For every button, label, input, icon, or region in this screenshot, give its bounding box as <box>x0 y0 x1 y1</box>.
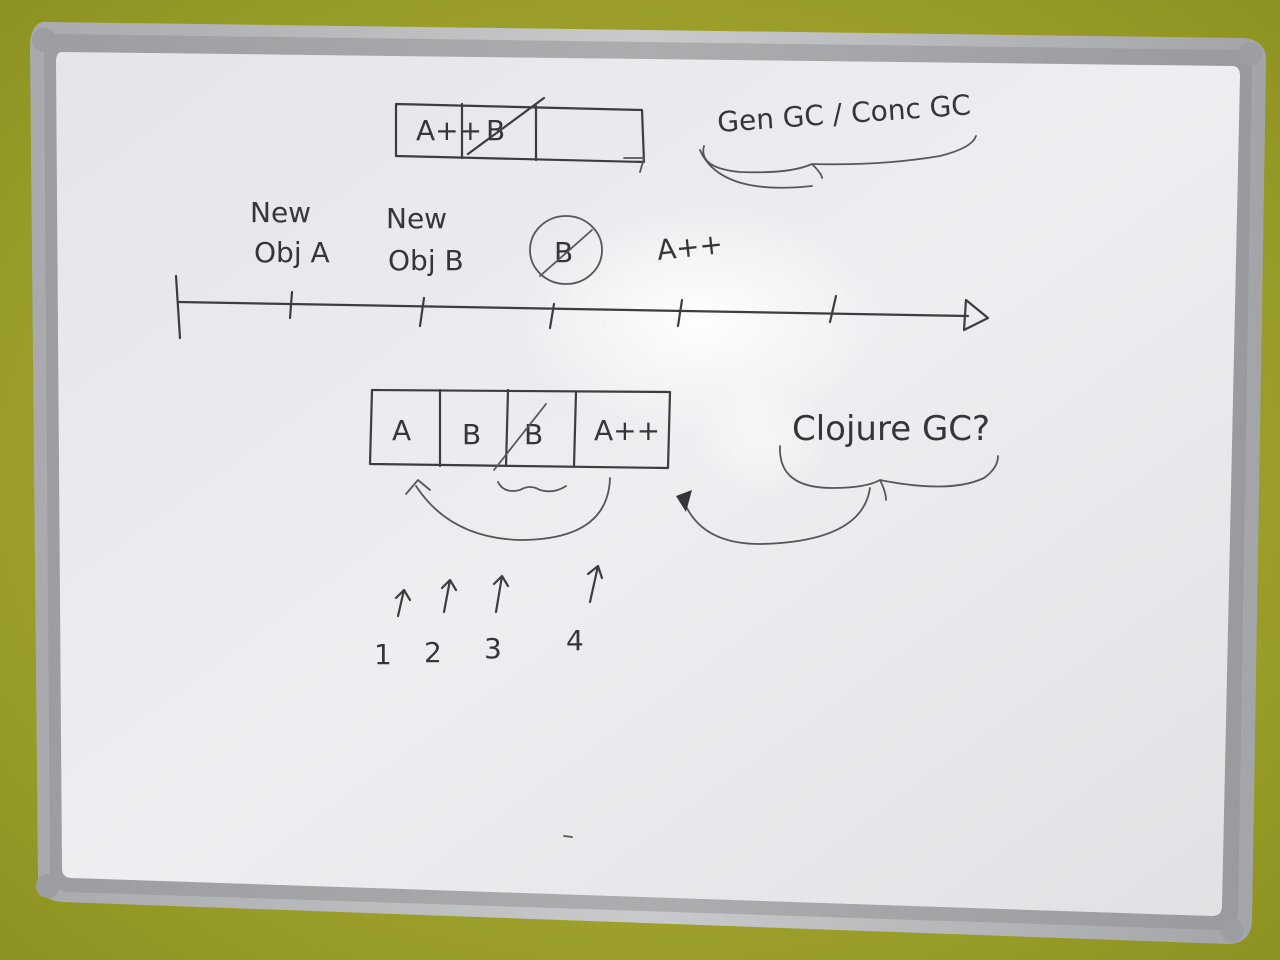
timeline-label-obj-a: Obj A <box>254 236 330 269</box>
bottom-cell-a: A <box>392 414 411 447</box>
timeline: New Obj A New Obj B B A++ <box>174 196 990 340</box>
timeline-label-a-plus: A++ <box>655 227 724 267</box>
strike-mark <box>466 96 546 156</box>
frame-corner-cap <box>32 28 56 52</box>
pointer-label-1: 1 <box>374 638 392 671</box>
bottom-memory-diagram: A B B A++ <box>368 388 672 541</box>
allocation-arrowhead <box>676 490 692 512</box>
bottom-cell-b-struck: B <box>524 418 543 451</box>
timeline-tick <box>418 296 426 328</box>
timeline-tick <box>676 298 684 328</box>
light-glare <box>690 380 830 500</box>
timeline-tick <box>548 302 556 330</box>
timeline-label-b-collected: B <box>554 236 573 269</box>
move-arrowhead <box>405 479 431 495</box>
top-cell-b: B <box>486 114 505 147</box>
allocation-arrow <box>685 487 871 545</box>
clojure-gc-note: Clojure GC? <box>676 409 999 545</box>
pointer-arrow <box>492 574 510 614</box>
top-memory-diagram: A++ B <box>394 96 646 173</box>
stray-mark <box>563 835 573 838</box>
bottom-cell-a-plus: A++ <box>594 414 660 447</box>
strike-mark <box>539 229 593 277</box>
bottom-cell-b: B <box>462 418 481 451</box>
clojure-gc-label: Clojure GC? <box>792 409 990 449</box>
pointer-arrow <box>394 588 412 618</box>
move-arrow <box>415 477 611 541</box>
pointer-arrow <box>586 564 604 604</box>
timeline-label-new-a: New <box>250 196 311 229</box>
pointer-label-4: 4 <box>566 624 584 657</box>
light-glare <box>510 200 890 440</box>
frame-corner-cap <box>1238 42 1262 66</box>
pointer-label-2: 2 <box>424 636 442 669</box>
frame-corner-cap <box>36 874 60 898</box>
pointer-list: 1 2 3 4 <box>374 564 604 671</box>
frame-corner-cap <box>1220 918 1244 942</box>
underline-brace <box>702 135 977 179</box>
pointer-label-3: 3 <box>484 632 502 665</box>
squiggle-mark <box>497 481 567 493</box>
pointer-arrow <box>440 578 458 614</box>
timeline-tick <box>828 294 838 324</box>
timeline-label-obj-b: Obj B <box>388 244 464 277</box>
top-cell-a-plus: A++ <box>416 114 482 147</box>
board-surface <box>56 52 1240 916</box>
circled-b <box>529 215 603 285</box>
strike-mark <box>493 403 547 471</box>
timeline-label-new-b: New <box>386 202 447 235</box>
timeline-arrowhead <box>962 298 990 332</box>
timeline-tick <box>288 290 294 320</box>
note-brace <box>779 445 999 501</box>
